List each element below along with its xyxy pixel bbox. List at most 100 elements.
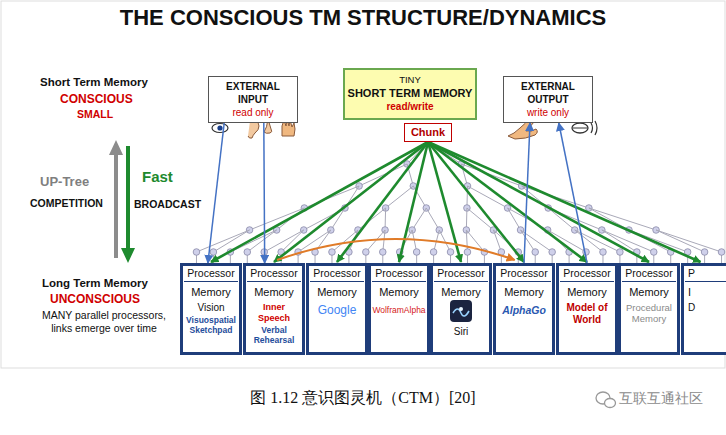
connector-arrow [399, 142, 428, 262]
node-text: I [685, 286, 726, 299]
processor-box: ProcessorMemoryAlphaGo [493, 263, 555, 355]
siri-icon [450, 300, 472, 322]
connector-arrow [428, 142, 649, 262]
tree-link [196, 230, 249, 252]
tree-node [532, 249, 539, 256]
wechat-icon [596, 392, 616, 408]
processor-box: ProcessorMemorySiri [430, 263, 492, 355]
tree-node [193, 249, 200, 256]
node-text: Memory [184, 286, 238, 299]
node-text: Inner Speech [247, 302, 301, 324]
tree-node [210, 249, 217, 256]
node-text: Processor [247, 266, 301, 282]
tree-link [358, 208, 386, 230]
node-text: read/write [347, 100, 473, 113]
side-label: Long Term Memory [42, 277, 148, 289]
tree-link [386, 186, 414, 208]
tree-link [439, 230, 450, 252]
node-text: Memory [434, 286, 488, 299]
node-text: TINY [347, 74, 473, 86]
side-label: Fast [142, 168, 173, 185]
node-text: Processor [560, 266, 614, 282]
connector-arrow [524, 123, 530, 263]
connector-arrow [263, 123, 265, 263]
input-box: EXTERNAL INPUTread only [208, 76, 298, 123]
diagram-title: THE CONSCIOUS TM STRUCTURE/DYNAMICS [0, 5, 726, 31]
side-label: Short Term Memory [40, 76, 148, 88]
node-text: Google [310, 303, 364, 317]
tree-node [600, 249, 607, 256]
tree-node [413, 249, 420, 256]
connector-arrow [277, 239, 515, 260]
processor-box: ProcessorMemoryVisionVisuospatial Sketch… [180, 263, 242, 355]
speaker-icon [572, 121, 597, 135]
output-box: EXTERNAL OUTPUTwrite only [503, 76, 593, 123]
node-text: Memory [622, 286, 676, 299]
tree-link [656, 230, 705, 252]
tree-node [549, 249, 556, 256]
node-text: Memory [497, 286, 551, 299]
tree-node [379, 249, 386, 256]
memory-box: TINYSHORT TERM MEMORYread/write [343, 68, 477, 120]
node-text: Processor [372, 266, 426, 282]
node-text: Model of World [560, 302, 614, 326]
node-text: Memory [372, 286, 426, 299]
tree-node [244, 249, 251, 256]
connector-arrow [559, 123, 587, 263]
node-text: Memory [247, 286, 301, 299]
node-text: Procedural Memory [622, 302, 676, 324]
tree-node [617, 249, 624, 256]
tree-node [447, 249, 454, 256]
node-text: write only [506, 106, 590, 119]
up-tree [193, 142, 725, 263]
tree-node [650, 249, 657, 256]
node-text: read only [211, 106, 295, 119]
tree-node [701, 249, 708, 256]
chunk-box: Chunk [404, 123, 452, 142]
node-text: SHORT TERM MEMORY [347, 86, 473, 100]
connector-arrow [274, 142, 428, 262]
node-text: D [685, 302, 726, 314]
node-text: P [685, 266, 726, 282]
tree-node [430, 249, 437, 256]
processor-box: ProcessorMemoryWolframAlpha [368, 263, 430, 355]
side-label: UP-Tree [40, 174, 89, 189]
processor-box: PID [681, 263, 726, 355]
tree-link [412, 208, 426, 230]
processor-box: ProcessorMemoryInner SpeechVerbal Rehear… [243, 263, 305, 355]
connector-arrow [428, 142, 701, 262]
side-label: BROADCAST [134, 198, 201, 210]
node-text: Processor [184, 266, 238, 282]
watermark: 互联互通社区 [619, 390, 703, 408]
node-text: Processor [434, 266, 488, 282]
tree-link [521, 230, 536, 252]
side-label: SMALL [77, 108, 113, 120]
side-label: MANY parallel processors, links emerge o… [38, 309, 170, 335]
tree-node [363, 249, 370, 256]
node-text: Processor [497, 266, 551, 282]
node-text: Vision [184, 302, 238, 314]
connector-arrow [337, 142, 428, 262]
node-text: AlphaGo [497, 304, 551, 317]
processor-box: ProcessorMemoryGoogle [306, 263, 368, 355]
connector-arrow [208, 123, 224, 263]
node-text: Processor [310, 266, 364, 282]
side-label: CONSCIOUS [60, 92, 133, 106]
eye-icon [212, 124, 228, 133]
connector-arrow [211, 142, 428, 262]
processor-box: ProcessorMemoryModel of World [556, 263, 618, 355]
node-text: Memory [310, 286, 364, 299]
node-text: EXTERNAL OUTPUT [506, 80, 590, 106]
figure-caption: 图 1.12 意识图灵机（CTM）[20] [0, 388, 726, 409]
tree-node [718, 249, 725, 256]
node-text: EXTERNAL INPUT [211, 80, 295, 106]
processor-box: ProcessorMemoryProcedural Memory [618, 263, 680, 355]
node-text: Chunk [407, 125, 449, 139]
tree-link [426, 208, 439, 230]
node-text: WolframAlpha [372, 305, 426, 316]
tree-node [329, 249, 336, 256]
node-text: Verbal Rehearsal [247, 325, 301, 345]
